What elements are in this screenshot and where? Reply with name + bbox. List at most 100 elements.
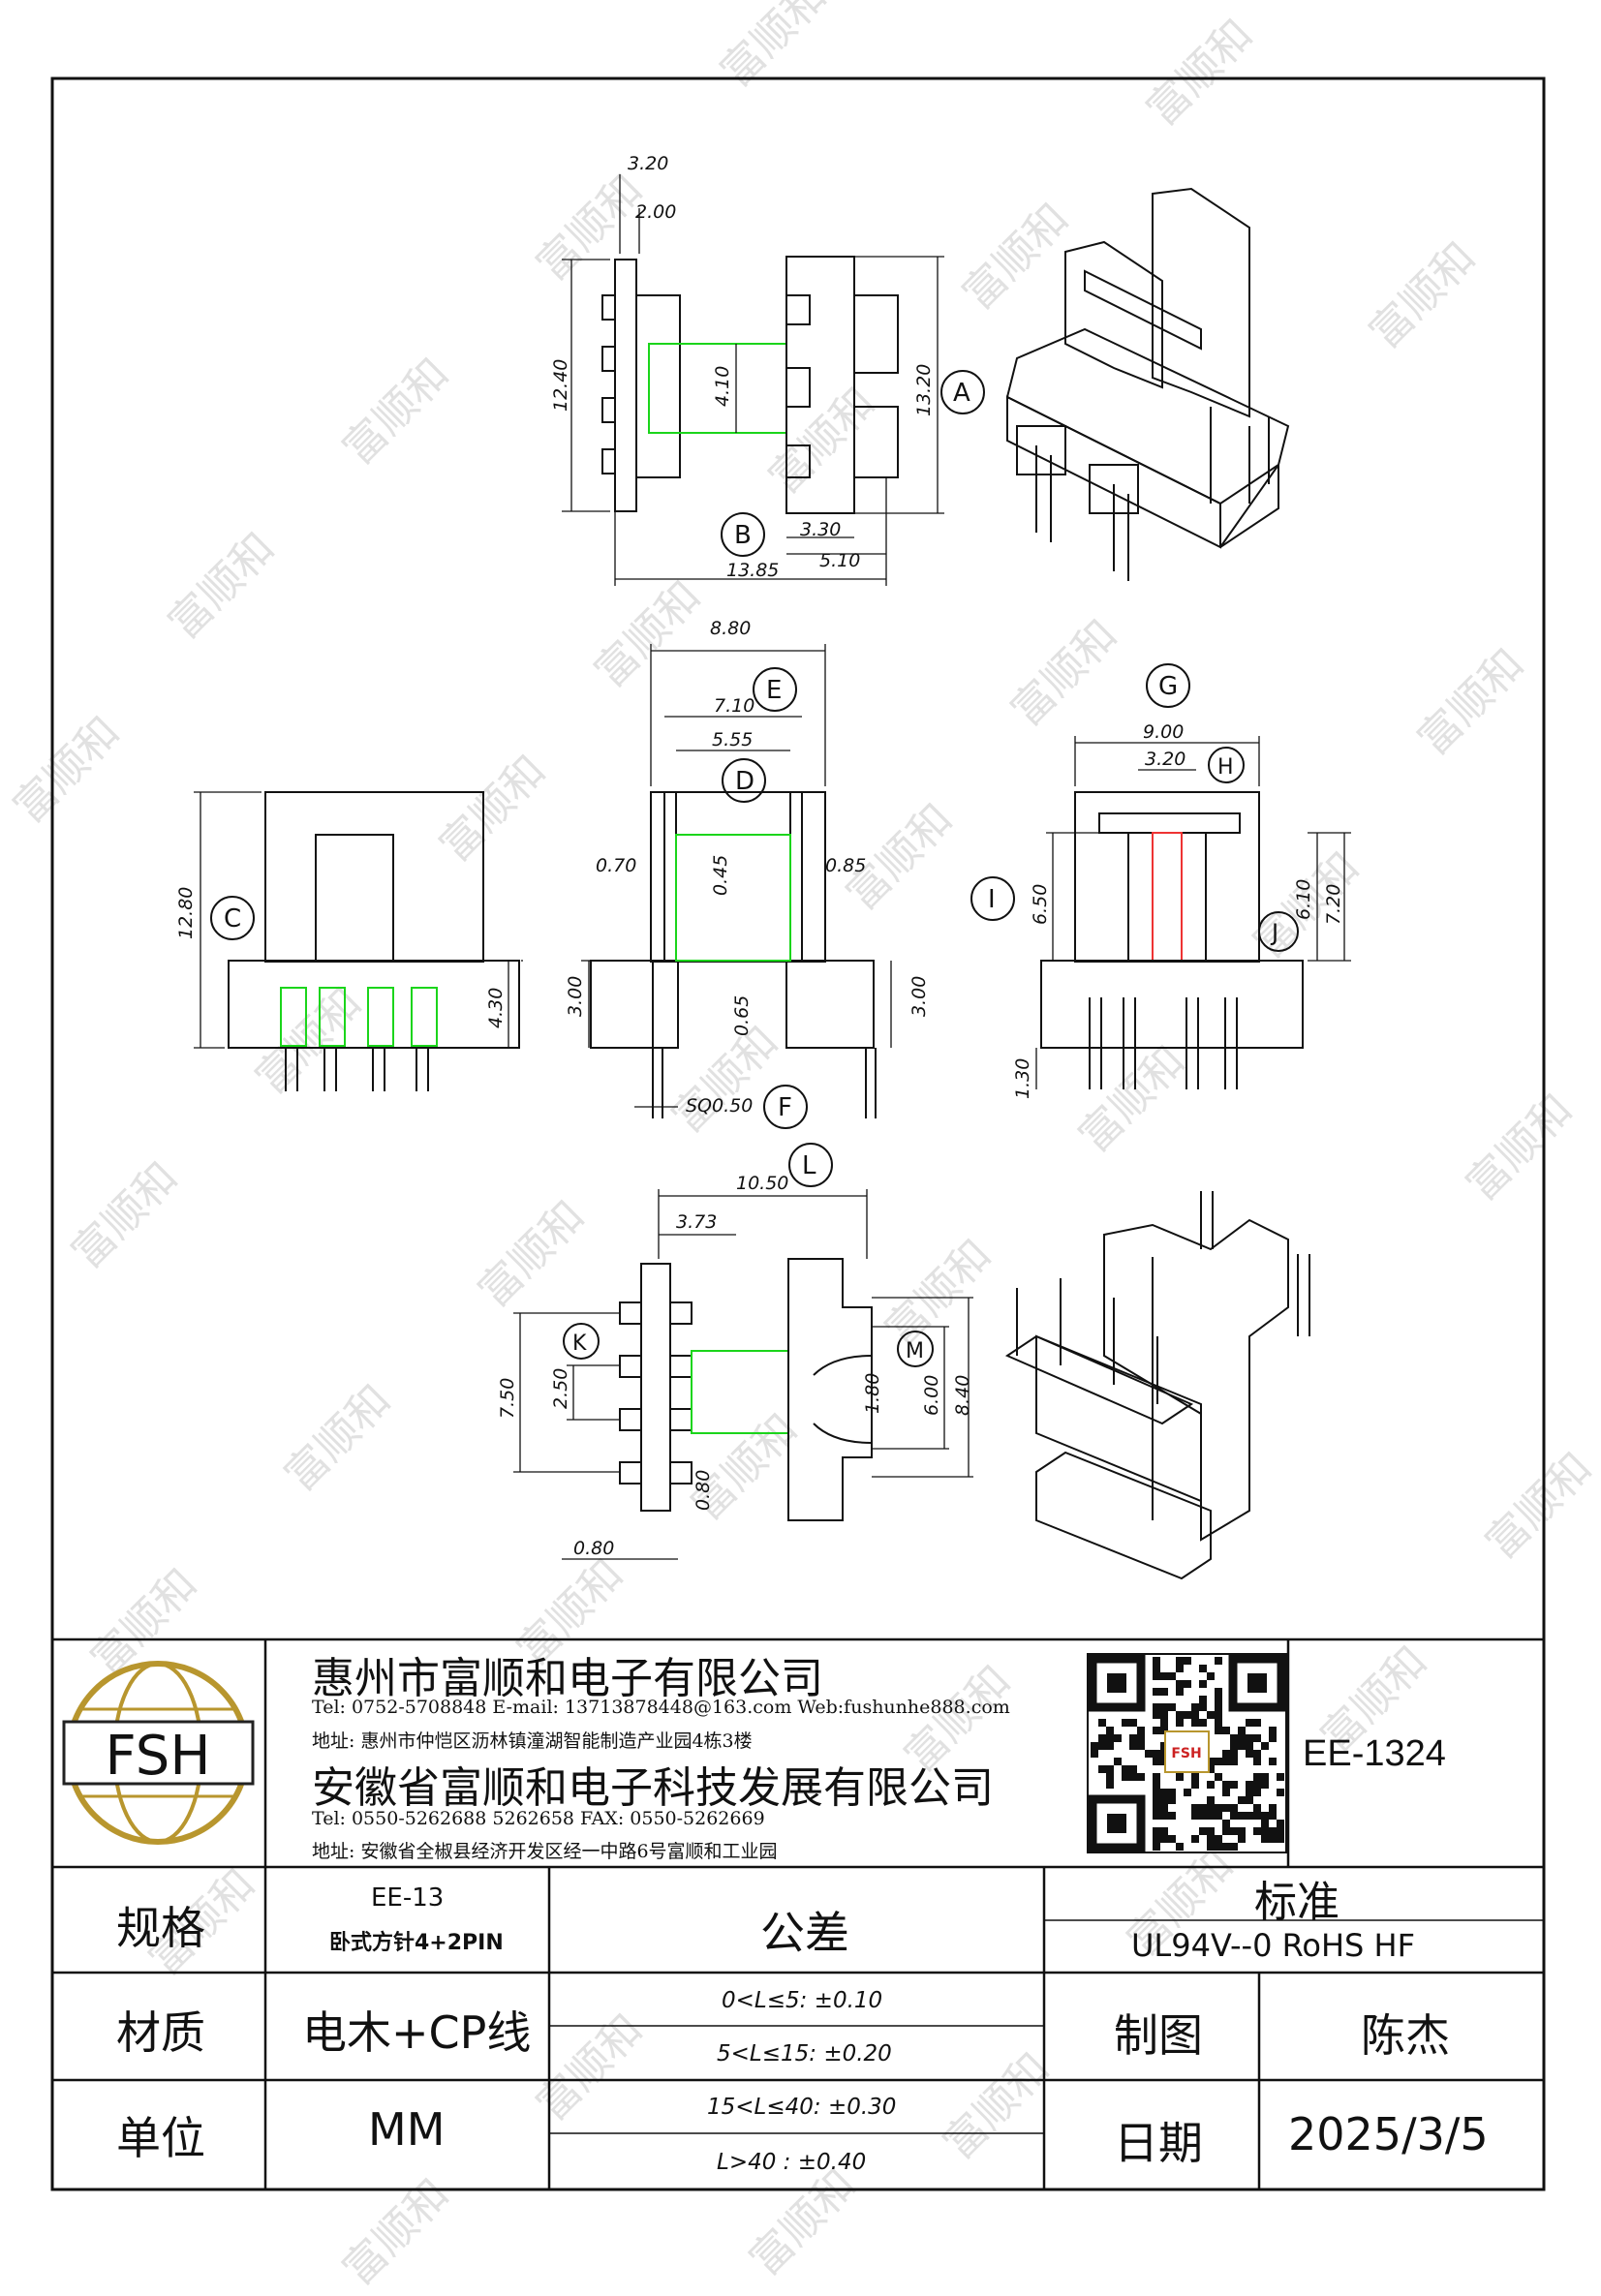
callout-i: I — [988, 885, 996, 914]
company-logo: FSH — [62, 1661, 255, 1845]
qr-cell — [1253, 1719, 1261, 1727]
callout-b: B — [734, 521, 752, 550]
qr-cell — [1230, 1843, 1238, 1851]
material-value: 电木+CP线 — [302, 2006, 532, 2059]
dim-label: 0.80 — [573, 1538, 614, 1559]
view-def — [581, 644, 892, 1118]
qr-cell — [1114, 1734, 1122, 1742]
qr-cell — [1191, 1812, 1199, 1820]
dim-label: 1.30 — [1012, 1058, 1033, 1099]
dim-label: 10.50 — [736, 1173, 788, 1194]
qr-cell — [1261, 1812, 1269, 1820]
qr-cell — [1277, 1789, 1284, 1796]
date-value: 2025/3/5 — [1288, 2108, 1489, 2160]
callout-a: A — [953, 379, 970, 408]
qr-cell — [1207, 1765, 1215, 1773]
view-side-top — [562, 174, 944, 586]
qr-cell — [1106, 1781, 1114, 1789]
qr-cell — [1191, 1703, 1199, 1711]
qr-cell — [1207, 1758, 1215, 1765]
qr-cell — [1168, 1812, 1176, 1820]
qr-cell — [1207, 1804, 1215, 1812]
material-label: 材质 — [116, 2006, 205, 2059]
qr-cell — [1215, 1843, 1222, 1851]
spec-value-1: EE-13 — [371, 1883, 445, 1913]
callout-j: J — [1270, 919, 1278, 946]
qr-cell — [1098, 1765, 1106, 1773]
dim-label: 0.45 — [710, 855, 731, 896]
drawn-label: 制图 — [1114, 2009, 1203, 2062]
dim-label: 8.80 — [710, 618, 751, 639]
qr-cell — [1222, 1827, 1230, 1835]
qr-cell — [1222, 1843, 1230, 1851]
title-block-grid — [52, 1638, 1544, 2189]
qr-cell — [1122, 1773, 1129, 1781]
qr-cell — [1199, 1680, 1207, 1688]
standard-value: UL94V--0 RoHS HF — [1131, 1927, 1415, 1964]
tolerance-row-2: 5<L≤15: ±0.20 — [717, 2041, 892, 2066]
unit-value: MM — [368, 2103, 446, 2156]
qr-cell — [1222, 1789, 1230, 1796]
qr-cell — [1207, 1843, 1215, 1851]
qr-cell — [1215, 1703, 1222, 1711]
qr-cell — [1153, 1688, 1160, 1696]
dim-label: 3.20 — [628, 153, 668, 174]
qr-cell — [1160, 1827, 1168, 1835]
qr-cell — [1191, 1773, 1199, 1781]
date-label: 日期 — [1114, 2117, 1203, 2169]
part-number: EE-1324 — [1303, 1733, 1446, 1774]
isometric-view-top — [1005, 187, 1290, 581]
view-gj — [1035, 736, 1351, 1089]
dim-label: 4.10 — [712, 366, 733, 407]
qr-cell — [1153, 1781, 1160, 1789]
callout-e: E — [766, 676, 782, 705]
qr-cell — [1230, 1804, 1238, 1812]
qr-cell — [1091, 1742, 1098, 1750]
qr-cell — [1153, 1750, 1160, 1758]
dim-label: 5.55 — [712, 729, 753, 750]
qr-cell — [1153, 1665, 1160, 1672]
qr-cell — [1238, 1812, 1246, 1820]
qr-cell — [1230, 1758, 1238, 1765]
qr-cell — [1215, 1758, 1222, 1765]
qr-cell — [1230, 1734, 1238, 1742]
dim-label: 13.20 — [913, 364, 935, 416]
qr-cell — [1261, 1820, 1269, 1827]
qr-cell — [1160, 1835, 1168, 1843]
qr-cell — [1261, 1827, 1269, 1835]
qr-cell — [1191, 1804, 1199, 1812]
qr-cell — [1238, 1835, 1246, 1843]
qr-cell — [1153, 1835, 1160, 1843]
qr-cell — [1215, 1657, 1222, 1665]
dim-label: 0.85 — [825, 855, 866, 876]
qr-cell — [1253, 1827, 1261, 1835]
qr-cell — [1246, 1812, 1253, 1820]
qr-cell — [1207, 1781, 1215, 1789]
qr-cell — [1184, 1711, 1191, 1719]
qr-cell — [1129, 1773, 1137, 1781]
qr-cell — [1253, 1781, 1261, 1789]
view-klm — [513, 1189, 1154, 1560]
qr-cell — [1122, 1719, 1129, 1727]
qr-cell — [1269, 1804, 1277, 1812]
qr-cell — [1269, 1835, 1277, 1843]
qr-cell — [1160, 1789, 1168, 1796]
qr-cell — [1168, 1703, 1176, 1711]
qr-cell — [1191, 1711, 1199, 1719]
qr-cell — [1160, 1688, 1168, 1696]
qr-cell — [1176, 1711, 1184, 1719]
qr-cell — [1246, 1796, 1253, 1804]
qr-cell — [1129, 1765, 1137, 1773]
qr-cell — [1153, 1657, 1160, 1665]
qr-cell — [1253, 1812, 1261, 1820]
qr-cell — [1153, 1827, 1160, 1835]
dim-label: 7.10 — [714, 695, 754, 717]
view-c — [194, 791, 523, 1091]
qr-cell — [1238, 1742, 1246, 1750]
qr-cell — [1207, 1796, 1215, 1804]
qr-cell — [1269, 1812, 1277, 1820]
dim-label: 8.40 — [952, 1375, 973, 1416]
qr-cell — [1184, 1680, 1191, 1688]
qr-cell — [1168, 1672, 1176, 1680]
qr-cell — [1153, 1672, 1160, 1680]
